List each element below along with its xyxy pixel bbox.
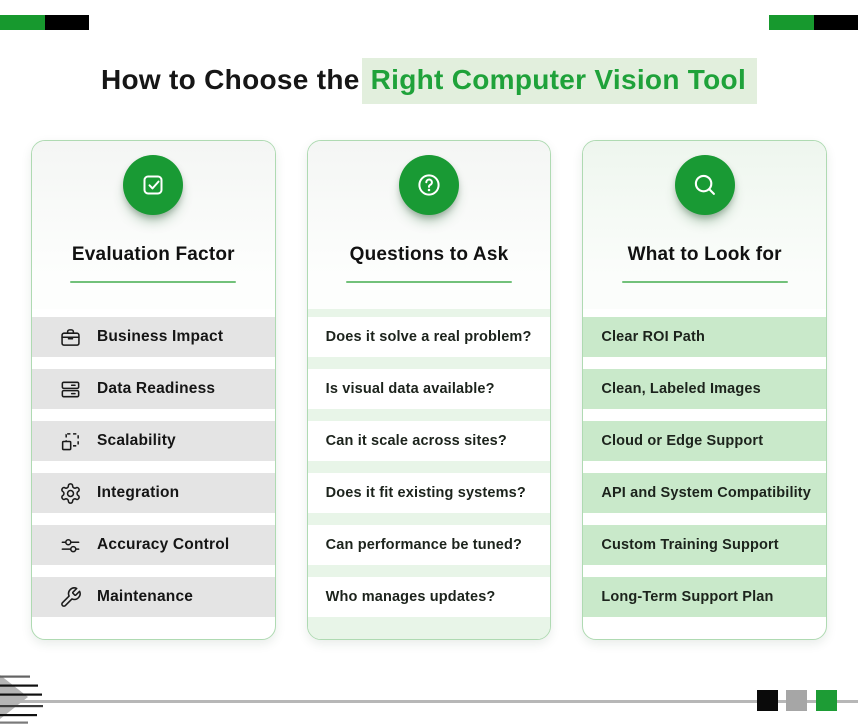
- card-what-to-look-for: What to Look for Clear ROI Path Clean, L…: [582, 140, 828, 640]
- table-row: Maintenance: [32, 577, 275, 617]
- footer-black-square: [757, 690, 778, 711]
- title-underline: [70, 281, 237, 283]
- footer-left-decoration: [0, 675, 43, 724]
- top-left-green-bar: [0, 15, 45, 30]
- table-row: API and System Compatibility: [583, 473, 827, 513]
- footer-green-square: [816, 690, 837, 711]
- top-left-black-bar: [45, 15, 89, 30]
- table-row: Custom Training Support: [583, 525, 827, 565]
- row-label: Scalability: [97, 432, 176, 449]
- table-row: Data Readiness: [32, 369, 275, 409]
- wrench-icon: [59, 586, 82, 609]
- footer-divider-line: [0, 700, 858, 703]
- title-underline: [346, 281, 512, 283]
- row-label: Integration: [97, 484, 180, 501]
- row-label: Business Impact: [97, 328, 224, 345]
- row-label: Maintenance: [97, 588, 194, 605]
- row-label: Clear ROI Path: [601, 329, 705, 345]
- rows: Business Impact Data Readiness: [32, 309, 275, 639]
- check-square-icon: [123, 155, 184, 215]
- table-row: Does it solve a real problem?: [307, 317, 551, 357]
- table-row: Integration: [32, 473, 275, 513]
- search-icon: [674, 155, 735, 215]
- footer-gray-square: [786, 690, 807, 711]
- row-label: Can it scale across sites?: [325, 433, 507, 449]
- table-row: Clean, Labeled Images: [583, 369, 827, 409]
- card-questions-to-ask: Questions to Ask Does it solve a real pr…: [306, 140, 552, 640]
- column-title: Questions to Ask: [349, 244, 509, 265]
- row-label: Data Readiness: [97, 380, 216, 397]
- row-label: API and System Compatibility: [601, 485, 812, 501]
- title-underline: [621, 281, 788, 283]
- table-row: Scalability: [32, 421, 275, 461]
- scale-icon: [59, 430, 82, 453]
- table-row: Is visual data available?: [307, 369, 551, 409]
- card-header: Evaluation Factor: [32, 141, 275, 309]
- table-row: Does it fit existing systems?: [307, 473, 551, 513]
- row-label: Clean, Labeled Images: [601, 381, 761, 397]
- table-row: Accuracy Control: [32, 525, 275, 565]
- row-label: Long-Term Support Plan: [601, 589, 774, 605]
- card-header: What to Look for: [583, 141, 827, 309]
- row-label: Accuracy Control: [97, 536, 230, 553]
- table-row: Can it scale across sites?: [307, 421, 551, 461]
- gear-icon: [59, 482, 82, 505]
- top-right-black-bar: [814, 15, 858, 30]
- server-icon: [59, 378, 82, 401]
- comparison-columns: Evaluation Factor Business Impact: [31, 140, 828, 640]
- briefcase-icon: [59, 326, 82, 349]
- row-label: Custom Training Support: [601, 537, 779, 553]
- row-label: Does it fit existing systems?: [325, 485, 526, 501]
- table-row: Who manages updates?: [307, 577, 551, 617]
- table-row: Business Impact: [32, 317, 275, 357]
- card-header: Questions to Ask: [307, 141, 551, 309]
- column-title: What to Look for: [627, 244, 782, 265]
- row-label: Can performance be tuned?: [325, 537, 522, 553]
- rows: Clear ROI Path Clean, Labeled Images Clo…: [583, 309, 827, 639]
- page-title-prefix: How to Choose the: [100, 64, 360, 95]
- table-row: Cloud or Edge Support: [583, 421, 827, 461]
- row-label: Who manages updates?: [325, 589, 496, 605]
- row-label: Is visual data available?: [325, 381, 495, 397]
- card-evaluation-factor: Evaluation Factor Business Impact: [31, 140, 276, 640]
- question-circle-icon: [399, 155, 459, 215]
- page-title-highlight: Right Computer Vision Tool: [361, 58, 758, 104]
- row-label: Does it solve a real problem?: [325, 329, 532, 345]
- sliders-icon: [59, 534, 82, 557]
- table-row: Clear ROI Path: [583, 317, 827, 357]
- top-right-green-bar: [769, 15, 814, 30]
- rows: Does it solve a real problem? Is visual …: [307, 309, 551, 639]
- column-title: Evaluation Factor: [71, 244, 235, 265]
- table-row: Long-Term Support Plan: [583, 577, 827, 617]
- row-label: Cloud or Edge Support: [601, 433, 764, 449]
- table-row: Can performance be tuned?: [307, 525, 551, 565]
